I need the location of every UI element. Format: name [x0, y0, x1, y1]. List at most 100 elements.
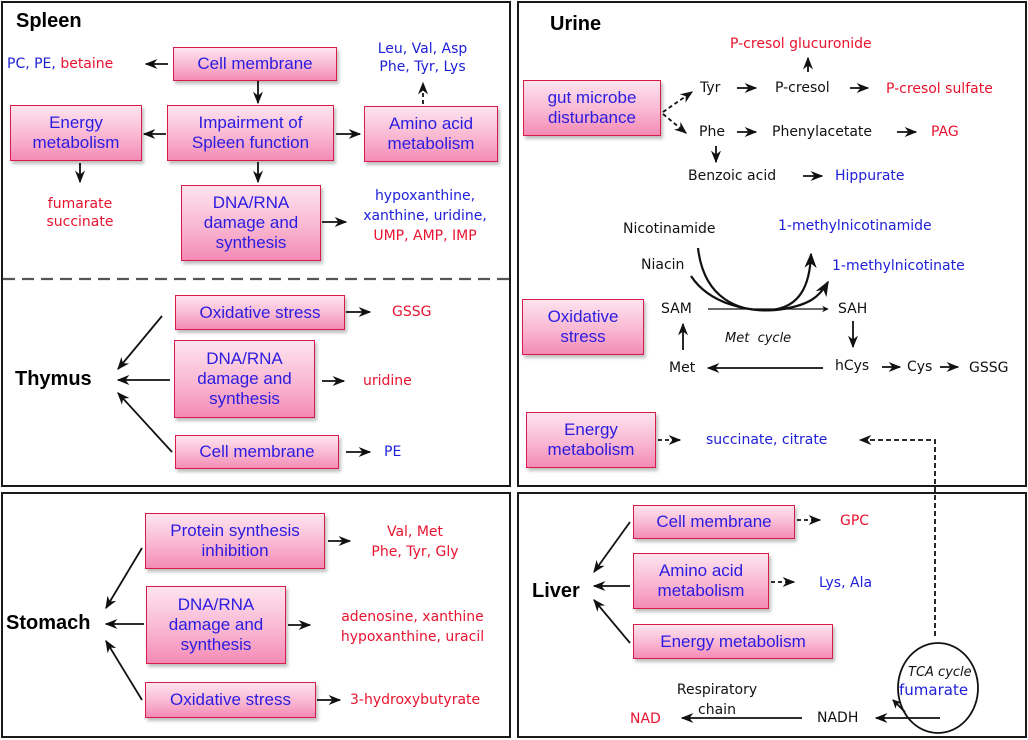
liver-gpc: GPC: [840, 513, 870, 529]
thymus-dna-line2: damage and: [197, 369, 292, 388]
spleen-title: Spleen: [16, 10, 82, 32]
stomach-dna-output-line2: hypoxanthine, uracil: [340, 629, 485, 645]
thymus-gssg: GSSG: [392, 304, 432, 320]
stomach-protein-line2: inhibition: [201, 541, 269, 560]
urine-ox-line2: stress: [560, 327, 606, 346]
urine-tyr: Tyr: [700, 80, 721, 96]
liver-title: Liver: [532, 580, 580, 602]
urine-pcresol-glucuronide: P-cresol glucuronide: [730, 36, 872, 52]
urine-oxidative-box: Oxidative stress: [522, 299, 644, 355]
thymus-dna-line3: synthesis: [209, 389, 280, 408]
urine-succinate-citrate: succinate, citrate: [706, 432, 828, 448]
urine-hippurate: Hippurate: [835, 168, 905, 184]
spleen-energy-line2: metabolism: [32, 133, 120, 152]
gut-line1: gut microbe: [547, 88, 637, 107]
stomach-dna-line3: synthesis: [180, 635, 252, 654]
energy-output-line2: succinate: [46, 214, 114, 230]
protein-output-line2: Phe, Tyr, Gly: [371, 544, 459, 560]
urine-energy-box: Energy metabolism: [526, 412, 656, 468]
energy-output-line1: fumarate: [47, 196, 113, 212]
liver-tca-cycle: TCA cycle: [908, 665, 972, 680]
thymus-dna-line1: DNA/RNA: [206, 349, 283, 368]
spleen-dna-line3: synthesis: [215, 233, 287, 252]
urine-phenylacetate: Phenylacetate: [772, 124, 873, 140]
respiratory-line2: chain: [698, 702, 736, 718]
liver-amino-box: Amino acid metabolism: [633, 553, 769, 609]
spleen-membrane-output: PC, PE, betaine: [7, 55, 113, 73]
spleen-amino-box: Amino acid metabolism: [364, 106, 498, 162]
urine-gut-microbe-box: gut microbe disturbance: [523, 80, 661, 136]
gut-line2: disturbance: [548, 108, 636, 127]
urine-pcresol-sulfate: P-cresol sulfate: [886, 81, 993, 97]
urine-1-methylnicotinate: 1-methylnicotinate: [832, 258, 965, 274]
urine-nicotinamide: Nicotinamide: [623, 221, 716, 237]
spleen-impairment-line2: Spleen function: [191, 133, 310, 152]
liver-lys-ala: Lys, Ala: [819, 575, 873, 591]
urine-pag: PAG: [931, 124, 959, 140]
liver-cell-membrane-box: Cell membrane: [633, 505, 795, 539]
liver-nadh: NADH: [817, 710, 859, 726]
urine-sam: SAM: [661, 301, 692, 317]
urine-hcys: hCys: [835, 358, 870, 374]
urine-title: Urine: [550, 13, 602, 35]
respiratory-line1: Respiratory: [676, 682, 758, 698]
liver-fumarate: fumarate: [899, 681, 969, 699]
urine-energy-line2: metabolism: [547, 440, 635, 459]
liver-amino-line2: metabolism: [657, 581, 745, 600]
liver-nad: NAD: [630, 711, 661, 727]
thymus-uridine: uridine: [363, 373, 412, 389]
dna-output-line3: UMP, AMP, IMP: [373, 228, 477, 244]
stomach-protein-output: Val, Met Phe, Tyr, Gly: [355, 522, 475, 562]
protein-output-line1: Val, Met: [386, 524, 444, 540]
stomach-dna-box: DNA/RNA damage and synthesis: [146, 586, 286, 664]
urine-niacin: Niacin: [641, 257, 685, 273]
spleen-energy-box: Energy metabolism: [10, 105, 142, 161]
urine-cys: Cys: [907, 359, 933, 375]
urine-benzoic-acid: Benzoic acid: [688, 168, 777, 184]
dna-output-line2: xanthine, uridine,: [363, 208, 487, 224]
amino-output-line2: Phe, Tyr, Lys: [379, 59, 466, 75]
spleen-impairment-line1: Impairment of: [198, 113, 303, 132]
urine-sah: SAH: [838, 301, 868, 317]
liver-respiratory-chain: Respiratory chain: [672, 680, 762, 720]
urine-ox-line1: Oxidative: [547, 307, 619, 326]
betaine-label: betaine: [60, 56, 114, 72]
thymus-dna-box: DNA/RNA damage and synthesis: [174, 340, 315, 418]
spleen-dna-line1: DNA/RNA: [212, 193, 290, 212]
amino-output-line1: Leu, Val, Asp: [377, 41, 468, 57]
spleen-cell-membrane-box: Cell membrane: [173, 47, 337, 81]
stomach-dna-line2: damage and: [168, 615, 264, 634]
thymus-title: Thymus: [15, 368, 92, 390]
spleen-dna-output: hypoxanthine, xanthine, uridine, UMP, AM…: [355, 186, 495, 246]
urine-met-cycle: Met cycle: [725, 331, 792, 346]
spleen-dna-line2: damage and: [203, 213, 299, 232]
stomach-protein-box: Protein synthesis inhibition: [145, 513, 325, 569]
urine-energy-line1: Energy: [564, 420, 618, 439]
stomach-oxidative-output: 3-hydroxybutyrate: [350, 692, 481, 708]
liver-amino-line1: Amino acid: [658, 561, 744, 580]
urine-met: Met: [669, 360, 696, 376]
liver-energy-box: Energy metabolism: [633, 624, 833, 659]
stomach-dna-line1: DNA/RNA: [177, 595, 255, 614]
spleen-amino-line1: Amino acid: [388, 114, 474, 133]
spleen-amino-line2: metabolism: [387, 134, 475, 153]
spleen-energy-line1: Energy: [49, 113, 103, 132]
stomach-dna-output-line1: adenosine, xanthine: [341, 609, 484, 625]
stomach-title: Stomach: [6, 612, 91, 634]
urine-phe: Phe: [699, 124, 725, 140]
urine-pcresol: P-cresol: [775, 80, 830, 96]
thymus-pe: PE: [384, 444, 402, 460]
stomach-oxidative-box: Oxidative stress: [145, 682, 316, 718]
stomach-dna-output: adenosine, xanthine hypoxanthine, uracil: [330, 607, 495, 647]
spleen-amino-output: Leu, Val, Asp Phe, Tyr, Lys: [370, 40, 475, 76]
urine-gssg: GSSG: [969, 360, 1009, 376]
stomach-protein-line1: Protein synthesis: [170, 521, 300, 540]
pc-pe-label: PC, PE,: [7, 56, 56, 72]
dna-output-line1: hypoxanthine,: [374, 188, 476, 204]
spleen-energy-output: fumarate succinate: [40, 195, 120, 231]
spleen-impairment-box: Impairment of Spleen function: [167, 105, 334, 161]
thymus-cell-membrane-box: Cell membrane: [175, 435, 339, 469]
spleen-dna-box: DNA/RNA damage and synthesis: [181, 185, 321, 261]
urine-1-methylnicotinamide: 1-methylnicotinamide: [778, 218, 932, 234]
thymus-oxidative-box: Oxidative stress: [175, 295, 345, 330]
